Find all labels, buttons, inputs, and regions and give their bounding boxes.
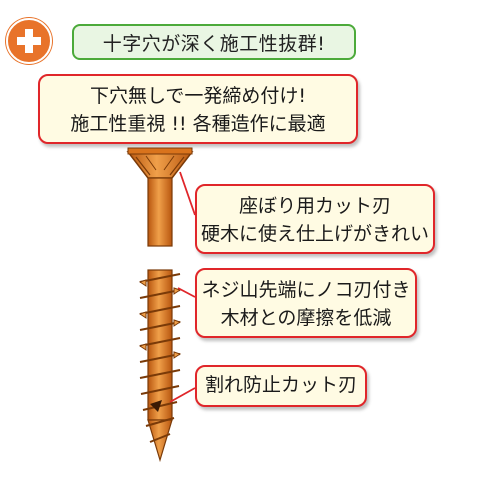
screw-head bbox=[126, 147, 194, 179]
screw-shank-upper bbox=[147, 177, 173, 247]
callout-connectors bbox=[169, 171, 196, 403]
top-callout: 下穴無しで一発締め付け! 施工性重視 !! 各種造作に最適 bbox=[38, 74, 358, 144]
seat-cutter-callout: 座ぼり用カット刃 硬木に使え仕上げがきれい bbox=[195, 184, 435, 254]
heading-text: 十字穴が深く施工性抜群! bbox=[102, 32, 326, 55]
split-prevention-callout: 割れ防止カット刃 bbox=[195, 365, 367, 407]
screw-threaded-shank bbox=[138, 269, 182, 463]
seat-cutter-line1: 座ぼり用カット刃 bbox=[238, 195, 391, 217]
top-callout-line1: 下穴無しで一発締め付け! bbox=[89, 85, 307, 107]
thread-saw-callout: ネジ山先端にノコ刃付き 木材との摩擦を低減 bbox=[195, 268, 417, 338]
seat-cutter-line2: 硬木に使え仕上げがきれい bbox=[200, 223, 429, 245]
thread-saw-line2: 木材との摩擦を低減 bbox=[220, 307, 392, 329]
heading-banner: 十字穴が深く施工性抜群! bbox=[72, 24, 356, 60]
split-prevention-line1: 割れ防止カット刃 bbox=[204, 374, 357, 396]
thread-saw-line1: ネジ山先端にノコ刃付き bbox=[201, 279, 411, 301]
plus-icon bbox=[6, 18, 52, 64]
top-callout-line2: 施工性重視 !! 各種造作に最適 bbox=[70, 113, 326, 135]
